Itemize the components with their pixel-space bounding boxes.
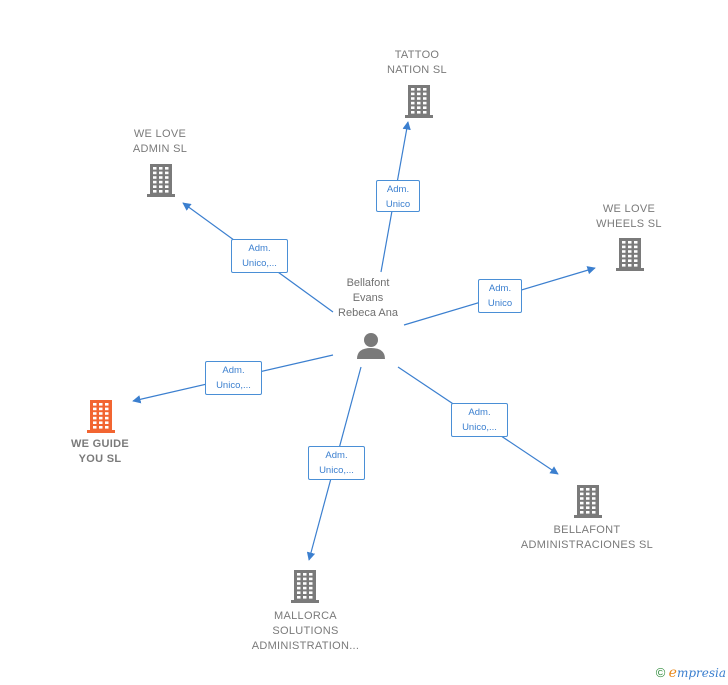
company-label-welove_wheels[interactable]: WE LOVE WHEELS SL: [596, 203, 662, 230]
building-icon-mallorca[interactable]: [291, 570, 319, 603]
building-icon-welove_wheels[interactable]: [616, 238, 644, 271]
edge-label-mallorca[interactable]: Adm. Unico,...: [308, 446, 365, 480]
company-label-weguide[interactable]: WE GUIDE YOU SL: [70, 438, 129, 465]
edge-label-bellafont_adm[interactable]: Adm. Unico,...: [451, 403, 508, 437]
edge-label-welove_admin[interactable]: Adm. Unico,...: [231, 239, 288, 273]
building-icon-tattoo[interactable]: [405, 85, 433, 118]
building-icon-welove_admin[interactable]: [147, 164, 175, 197]
company-label-tattoo[interactable]: TATTOO NATION SL: [387, 49, 447, 76]
edge-label-tattoo[interactable]: Adm. Unico: [376, 180, 420, 212]
brand-name: mpresia: [676, 666, 726, 680]
company-label-mallorca[interactable]: MALLORCA SOLUTIONS ADMINISTRATION...: [251, 610, 360, 652]
company-label-bellafont_adm[interactable]: BELLAFONT ADMINISTRACIONES SL: [520, 524, 654, 551]
building-icon-bellafont_adm[interactable]: [574, 485, 602, 518]
empresia-credit: © empresia: [656, 665, 726, 681]
brand-e-glyph: e: [668, 665, 677, 681]
person-icon[interactable]: [357, 333, 385, 359]
copyright-icon: ©: [655, 665, 666, 680]
center-person-label[interactable]: Bellafont Evans Rebeca Ana: [338, 277, 398, 319]
edge-label-weguide[interactable]: Adm. Unico,...: [205, 361, 262, 395]
building-icon-weguide[interactable]: [87, 400, 115, 433]
edge-label-welove_wheels[interactable]: Adm. Unico: [478, 279, 522, 313]
company-label-welove_admin[interactable]: WE LOVE ADMIN SL: [132, 128, 188, 155]
